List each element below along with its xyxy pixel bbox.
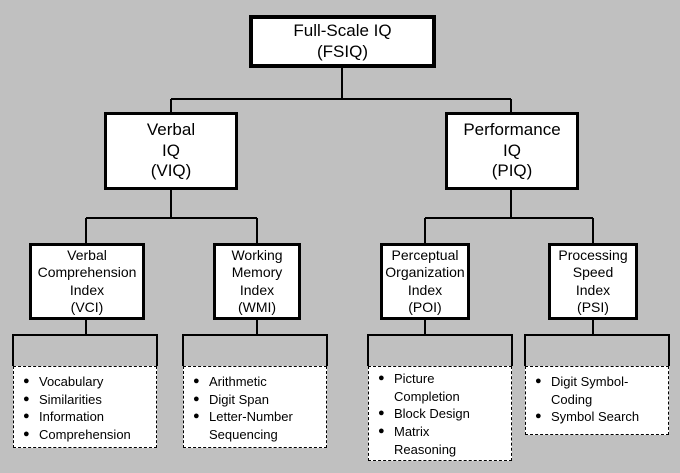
psi-subtest-list: ●Digit Symbol- Coding ●Symbol Search (525, 366, 669, 435)
piq-box: Performance IQ (PIQ) (445, 112, 579, 190)
bullet-icon: ● (23, 375, 30, 387)
list-item: ●Matrix Reasoning (378, 424, 457, 457)
piq-line2: IQ (503, 140, 521, 160)
wmi-line: Index (239, 281, 275, 298)
fsiq-abbr: (FSIQ) (317, 41, 368, 61)
psi-box: Processing Speed Index (PSI) (548, 243, 638, 320)
viq-abbr: (VIQ) (150, 161, 192, 181)
wmi-abbr: (WMI) (237, 298, 277, 315)
bullet-icon: ● (23, 410, 30, 423)
list-item: ●Symbol Search (535, 409, 640, 425)
vci-box: Verbal Comprehension Index (VCI) (29, 243, 145, 320)
vci-line: Comprehension (37, 264, 137, 281)
bullet-icon: ● (23, 428, 30, 441)
list-item: ●Letter-Number Sequencing (193, 409, 293, 443)
piq-line1: Performance (463, 119, 561, 139)
wmi-line: Memory (231, 264, 283, 281)
fsiq-box: Full-Scale IQ (FSIQ) (249, 15, 436, 68)
psi-line: Index (575, 281, 611, 298)
list-item: ●Vocabulary (23, 374, 104, 389)
viq-line1: Verbal (146, 119, 196, 139)
piq-abbr: (PIQ) (491, 161, 533, 181)
wmi-box: Working Memory Index (WMI) (213, 243, 301, 320)
bullet-icon: ● (193, 392, 200, 405)
bullet-icon: ● (193, 375, 200, 387)
list-item: ●Similarities (23, 391, 102, 407)
poi-line: Index (407, 281, 443, 298)
viq-line2: IQ (162, 140, 180, 160)
list-item: ●Picture Completion (378, 371, 460, 404)
vci-line: Verbal (67, 247, 107, 264)
poi-line: Organization (385, 264, 465, 281)
psi-line: Processing (558, 247, 628, 264)
list-item: ●Digit Span (193, 391, 269, 407)
vci-line: Index (69, 281, 105, 298)
list-item: ●Information (23, 409, 105, 425)
poi-abbr: (POI) (408, 298, 442, 315)
poi-box: Perceptual Organization Index (POI) (380, 243, 470, 320)
poi-line: Perceptual (391, 247, 459, 264)
psi-line: Speed (572, 264, 614, 281)
psi-abbr: (PSI) (577, 298, 609, 315)
poi-subtest-list: ●Picture Completion ●Block Design ●Matri… (368, 366, 512, 461)
viq-box: Verbal IQ (VIQ) (104, 112, 238, 190)
bullet-icon: ● (535, 375, 542, 387)
fsiq-title: Full-Scale IQ (293, 20, 392, 40)
bullet-icon: ● (535, 410, 542, 423)
bullet-icon: ● (378, 407, 385, 420)
wmi-subtest-list: ●Arithmetic ●Digit Span ●Letter-Number S… (183, 366, 327, 448)
bullet-icon: ● (378, 372, 385, 384)
vci-abbr: (VCI) (70, 298, 104, 315)
wmi-line: Working (231, 247, 283, 264)
bullet-icon: ● (193, 410, 200, 423)
list-item: ●Comprehension (23, 427, 131, 443)
list-item: ●Block Design (378, 406, 470, 422)
bullet-icon: ● (378, 425, 385, 438)
bullet-icon: ● (23, 392, 30, 405)
list-item: ●Digit Symbol- Coding (535, 374, 629, 407)
list-item: ●Arithmetic (193, 374, 267, 389)
vci-subtest-list: ●Vocabulary ●Similarities ●Information ●… (13, 366, 157, 448)
